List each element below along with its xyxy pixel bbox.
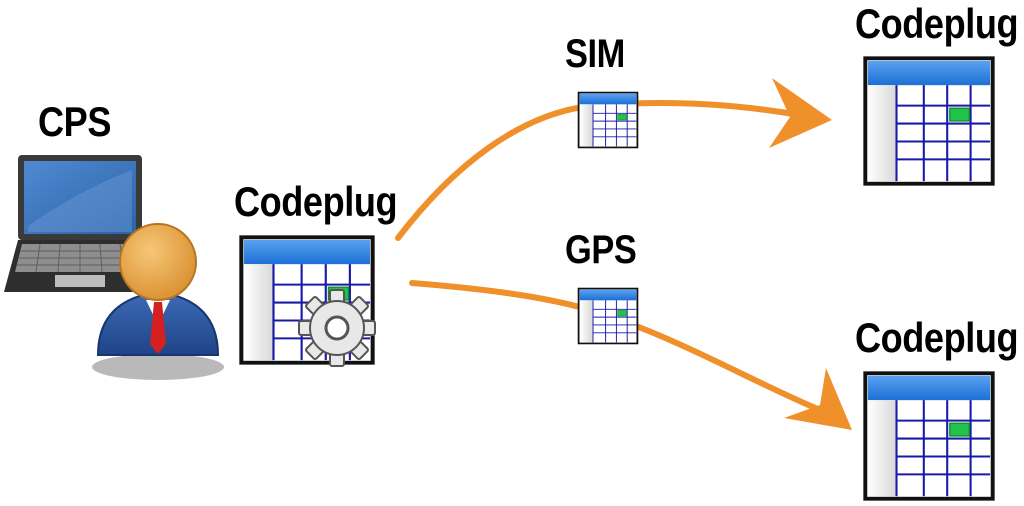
user-icon <box>92 223 224 380</box>
laptop-icon <box>4 155 150 292</box>
cps-label: CPS <box>38 98 111 145</box>
codeplug-source-label: Codeplug <box>234 178 398 225</box>
spreadsheet-icon <box>577 287 639 345</box>
gear-icon <box>298 289 376 367</box>
codeplug-top-sheet <box>863 56 995 186</box>
arrow-icon <box>769 78 832 148</box>
arrow-icon <box>784 368 852 430</box>
codeplug-top-label: Codeplug <box>855 0 1019 47</box>
sim-label: SIM <box>565 32 625 76</box>
gps-label: GPS <box>565 228 637 272</box>
spreadsheet-icon <box>577 91 639 149</box>
codeplug-bottom-sheet <box>863 371 995 501</box>
codeplug-bottom-label: Codeplug <box>855 314 1019 361</box>
